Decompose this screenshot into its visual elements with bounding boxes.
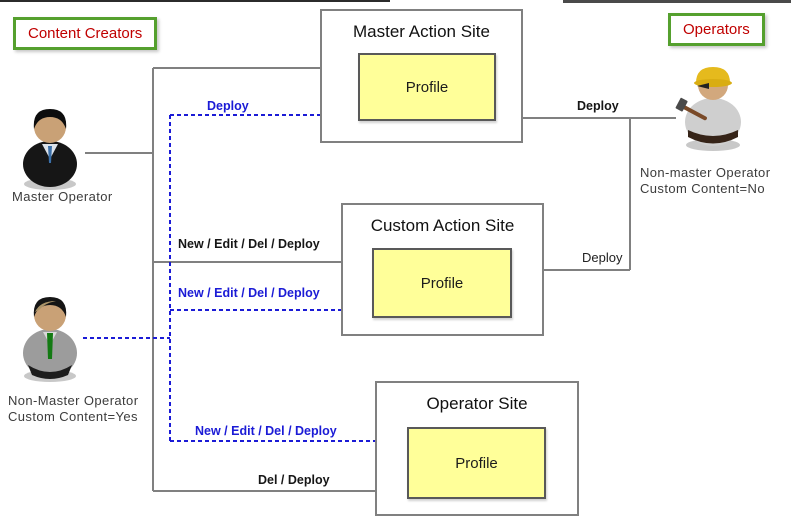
master-operator-label: Master Operator	[12, 189, 113, 204]
master-operator-icon	[23, 109, 77, 190]
edge-label-deploy-right-mid: Deploy	[582, 250, 623, 265]
non-master-creator-label-line2: Custom Content=Yes	[8, 409, 138, 424]
worker-operator-label-line2: Custom Content=No	[640, 181, 765, 196]
custom-profile-label: Profile	[420, 274, 464, 292]
master-profile-label: Profile	[405, 78, 449, 96]
edge-label-new-edit-del-deploy-solid: New / Edit / Del / Deploy	[178, 237, 320, 251]
content-creators-badge: Content Creators	[13, 17, 158, 50]
operator-profile-label: Profile	[455, 454, 498, 472]
non-master-creator-label-line1: Non-Master Operator	[8, 393, 139, 408]
custom-action-site-box: Custom Action Site Profile	[341, 203, 544, 336]
operator-site-box: Operator Site Profile	[375, 381, 579, 516]
edge-label-deploy-dashed-master: Deploy	[207, 99, 249, 113]
operator-profile-box: Profile	[407, 427, 546, 499]
edge-label-new-edit-del-deploy-dashed-custom: New / Edit / Del / Deploy	[178, 286, 320, 300]
edge-label-del-deploy: Del / Deploy	[258, 473, 330, 487]
edge-label-deploy-right-top: Deploy	[577, 99, 619, 113]
top-rule-right	[563, 0, 791, 3]
dashed-blue-connectors	[83, 114, 395, 442]
master-action-site-box: Master Action Site Profile	[320, 9, 523, 143]
non-master-creator-label: Non-Master Operator Custom Content=Yes	[8, 393, 138, 425]
worker-operator-label-line1: Non-master Operator	[640, 165, 771, 180]
worker-operator-label: Non-master Operator Custom Content=No	[640, 165, 770, 197]
custom-action-site-title: Custom Action Site	[370, 216, 515, 235]
operator-site-title: Operator Site	[426, 394, 528, 413]
master-action-site-title: Master Action Site	[352, 22, 490, 41]
edge-label-new-edit-del-deploy-dashed-operator: New / Edit / Del / Deploy	[195, 424, 337, 438]
master-profile-box: Profile	[358, 53, 496, 121]
worker-operator-icon	[675, 67, 741, 151]
custom-profile-box: Profile	[372, 248, 512, 318]
top-rule-left	[0, 0, 390, 2]
non-master-creator-icon	[23, 297, 77, 382]
operators-badge: Operators	[668, 13, 765, 46]
